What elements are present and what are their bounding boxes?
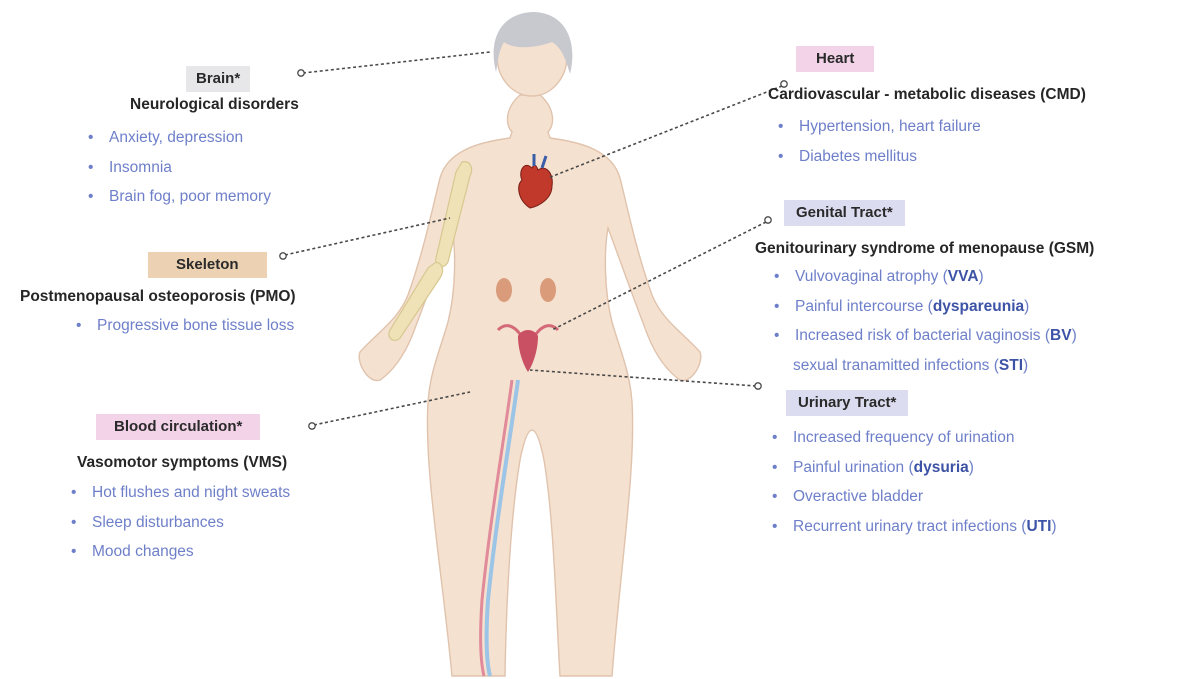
blood-circulation-tag: Blood circulation* xyxy=(96,414,260,440)
list-item: Diabetes mellitus xyxy=(778,142,981,172)
skeleton-heading: Postmenopausal osteoporosis (PMO) xyxy=(20,288,296,306)
list-item: Mood changes xyxy=(71,537,290,567)
genital-tract-heading: Genitourinary syndrome of menopause (GSM… xyxy=(755,240,1094,258)
skeleton-tag: Skeleton xyxy=(148,252,267,278)
blood-leader-dot xyxy=(309,423,315,429)
genital-tract-symptom-list: Vulvovaginal atrophy (VVA) Painful inter… xyxy=(774,262,1077,380)
list-item: Painful urination (dysuria) xyxy=(772,453,1057,483)
list-item: sexual tranamitted infections (STI) xyxy=(772,351,1077,381)
list-item: Recurrent urinary tract infections (UTI) xyxy=(772,512,1057,542)
brain-tag: Brain* xyxy=(186,66,250,92)
list-item: Hot flushes and night sweats xyxy=(71,478,290,508)
brain-symptom-list: Anxiety, depression Insomnia Brain fog, … xyxy=(88,123,271,212)
heart-heading: Cardiovascular - metabolic diseases (CMD… xyxy=(768,86,1086,104)
skeleton-leader-dot xyxy=(280,253,286,259)
list-item: Sleep disturbances xyxy=(71,508,290,538)
blood-circulation-symptom-list: Hot flushes and night sweats Sleep distu… xyxy=(71,478,290,567)
urinary-tract-symptom-list: Increased frequency of urination Painful… xyxy=(772,423,1057,541)
list-item: Hypertension, heart failure xyxy=(778,112,981,142)
list-item: Overactive bladder xyxy=(772,482,1057,512)
list-item: Painful intercourse (dyspareunia) xyxy=(774,292,1077,322)
list-item: Increased frequency of urination xyxy=(772,423,1057,453)
kidney-left-organ xyxy=(496,278,512,302)
female-body-figure xyxy=(359,12,701,676)
urinary-leader-dot xyxy=(755,383,761,389)
blood-circulation-heading: Vasomotor symptoms (VMS) xyxy=(77,454,287,472)
list-item: Vulvovaginal atrophy (VVA) xyxy=(774,262,1077,292)
list-item: Increased risk of bacterial vaginosis (B… xyxy=(774,321,1077,351)
urinary-tract-tag: Urinary Tract* xyxy=(786,390,908,416)
brain-leader-dot xyxy=(298,70,304,76)
brain-leader-line xyxy=(303,52,490,73)
genital-tract-tag: Genital Tract* xyxy=(784,200,905,226)
heart-leader-line xyxy=(548,86,782,178)
heart-tag: Heart xyxy=(796,46,874,72)
kidney-right-organ xyxy=(540,278,556,302)
list-item: Insomnia xyxy=(88,153,271,183)
list-item: Anxiety, depression xyxy=(88,123,271,153)
list-item: Progressive bone tissue loss xyxy=(76,311,294,341)
heart-symptom-list: Hypertension, heart failure Diabetes mel… xyxy=(778,112,981,171)
brain-heading: Neurological disorders xyxy=(130,96,299,114)
list-item: Brain fog, poor memory xyxy=(88,182,271,212)
skeleton-symptom-list: Progressive bone tissue loss xyxy=(76,311,294,341)
genital-leader-dot xyxy=(765,217,771,223)
